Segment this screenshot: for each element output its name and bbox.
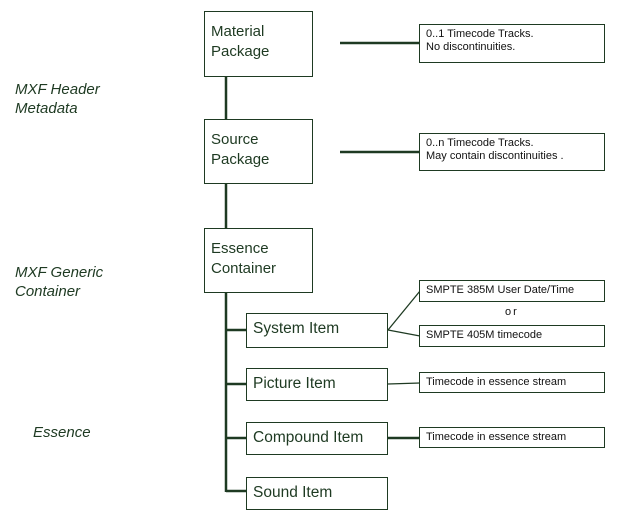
label-essence: Essence [33,424,91,441]
node-text: Container [211,260,277,277]
note-source-package: 0..n Timecode Tracks. May contain discon… [419,133,605,171]
note-text: No discontinuities. [426,41,516,53]
or-label: or [505,306,519,318]
label-line: MXF Generic [15,264,104,281]
note-picture-item: Timecode in essence stream [419,372,605,393]
note-smpte-405m: SMPTE 405M timecode [419,325,605,347]
node-source-package: Source Package [204,119,313,184]
label-mxf-header-metadata: MXF Header Metadata [15,80,100,118]
node-system-item: System Item [246,313,388,348]
node-material-package: Material Package [204,11,313,77]
connector-picture-note [387,382,421,385]
note-text: 0..1 Timecode Tracks. [426,28,534,40]
label-line: Container [15,283,81,300]
label-line: MXF Header [15,81,100,98]
node-text: Essence [211,240,269,257]
label-mxf-generic-container: MXF Generic Container [15,263,103,301]
node-text: Source [211,131,259,148]
note-text: May contain discontinuities . [426,150,564,162]
node-text: Package [211,43,270,60]
connector-system-note-a [387,290,421,331]
node-text: Material [211,23,265,40]
node-compound-item: Compound Item [246,422,388,455]
note-material-package: 0..1 Timecode Tracks. No discontinuities… [419,24,605,63]
note-smpte-385m: SMPTE 385M User Date/Time [419,280,605,302]
note-text: 0..n Timecode Tracks. [426,137,534,149]
label-line: Metadata [15,100,78,117]
note-compound-item: Timecode in essence stream [419,427,605,448]
connector-system-note-b [387,329,421,337]
node-essence-container: Essence Container [204,228,313,293]
node-sound-item: Sound Item [246,477,388,510]
node-picture-item: Picture Item [246,368,388,401]
node-text: Package [211,151,270,168]
